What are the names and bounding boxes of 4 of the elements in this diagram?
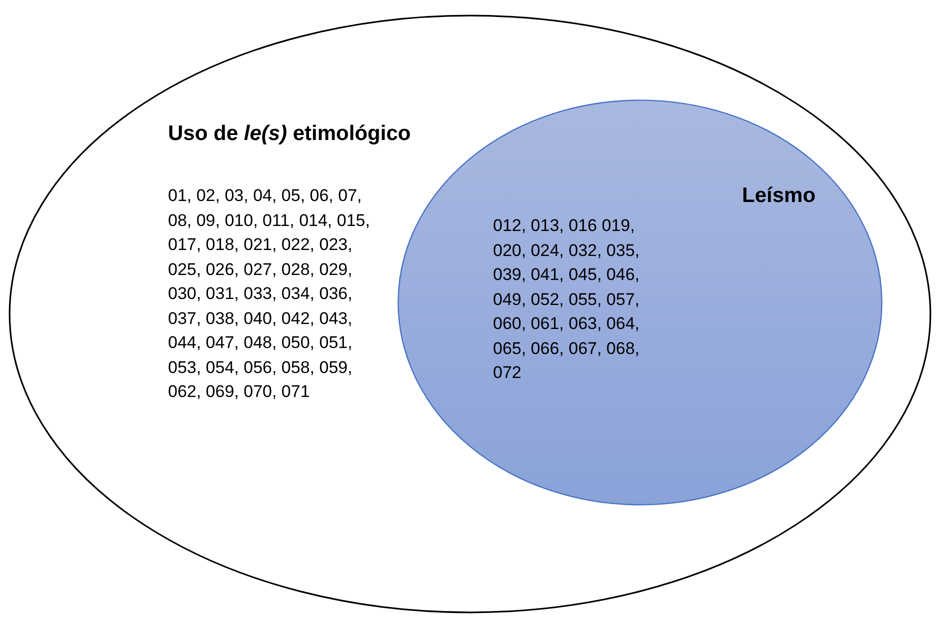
set-title: Uso de le(s) etimológico — [168, 122, 411, 146]
case-number-list: 012, 013, 016 019, 020, 024, 032, 035, 039, 041, 045, 046, 049, 052, 055, 057, 060, 061, 063, 064, 065, 066, 067, 068, 072 — [493, 214, 663, 386]
set-title: Leísmo — [742, 184, 816, 208]
case-number-list: 01, 02, 03, 04, 05, 06, 07, 08, 09, 010, 011, 014, 015, 017, 018, 021, 022, 023, 025, 026, 027, 028, 029, 030, 031, 033, 034, 036, 037, 038, 040, 042, 043, 044, 047, 048, 050, 051, 053, 054, 056, 058, 059, 062, 069, 070, 071 — [168, 184, 383, 404]
